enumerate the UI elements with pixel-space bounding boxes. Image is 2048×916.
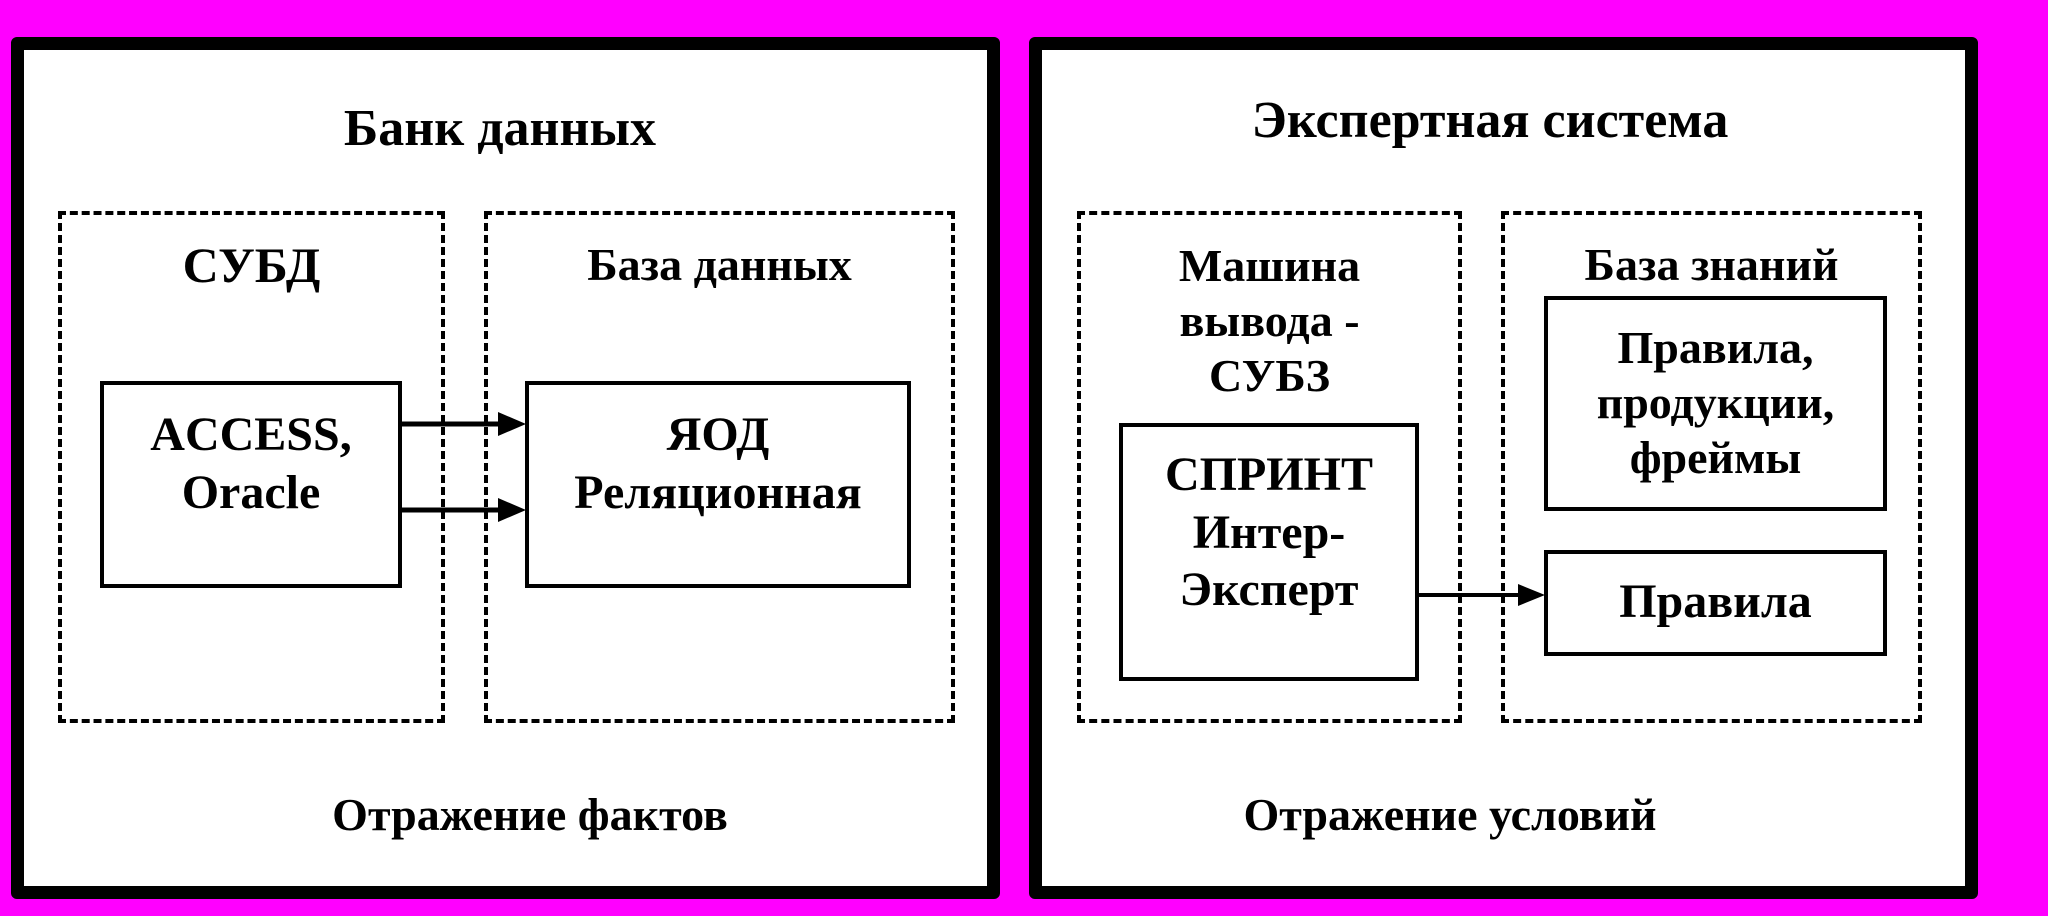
dbms-box bbox=[100, 381, 402, 588]
database-box-text: ЯОД Реляционная bbox=[574, 408, 862, 519]
inference-group bbox=[1077, 211, 1462, 723]
expert-system-footer: Отражение условий bbox=[1243, 789, 1657, 840]
database-label: База данных bbox=[587, 239, 852, 290]
dbms-label: СУБД bbox=[182, 237, 321, 293]
database-group bbox=[484, 211, 955, 723]
knowledge-base-label: База знаний bbox=[1584, 239, 1839, 290]
rules-box bbox=[1544, 550, 1887, 656]
inference-box-text: СПРИНТ Интер- Эксперт bbox=[1164, 448, 1373, 617]
inference-box bbox=[1119, 423, 1419, 681]
dbms-group bbox=[58, 211, 445, 723]
knowledge-rules-box bbox=[1544, 296, 1887, 511]
rules-box-text: Правила bbox=[1619, 575, 1812, 628]
expert-system-title: Экспертная система bbox=[1251, 92, 1729, 149]
dbms-box-text: ACCESS, Oracle bbox=[150, 408, 352, 519]
database-box bbox=[525, 381, 911, 588]
inference-label: Машина вывода - СУБЗ bbox=[1178, 240, 1361, 402]
data-bank-footer: Отражение фактов bbox=[332, 789, 728, 840]
knowledge-rules-text: Правила, продукции, фреймы bbox=[1596, 322, 1835, 484]
knowledge-base-group bbox=[1501, 211, 1922, 723]
data-bank-title: Банк данных bbox=[343, 100, 657, 157]
